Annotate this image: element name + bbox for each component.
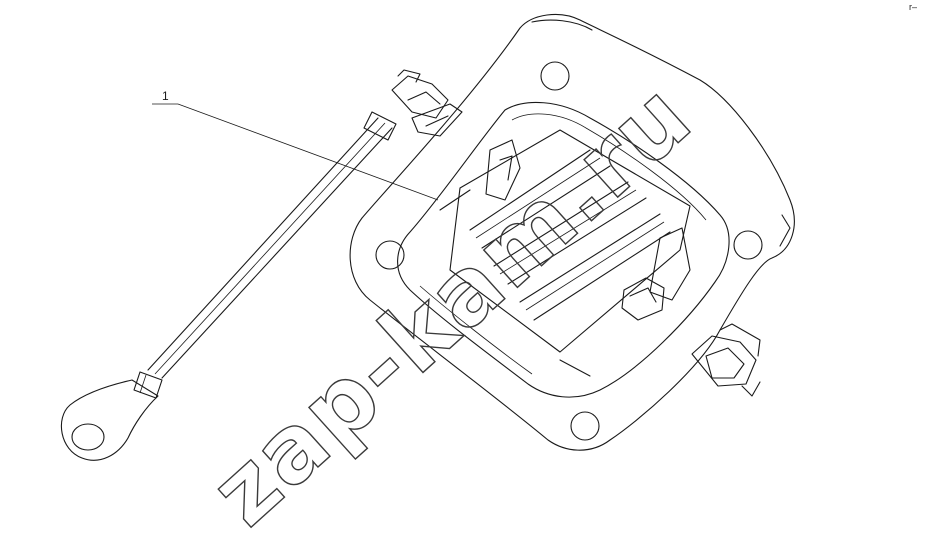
bolt-hole-top-left bbox=[540, 61, 570, 91]
side-terminal-nut bbox=[691, 323, 761, 397]
corner-mark: r– bbox=[909, 2, 917, 12]
ground-strap bbox=[61, 69, 463, 461]
contact-assembly bbox=[439, 129, 691, 377]
callout-label: 1 bbox=[162, 89, 169, 103]
housing-flange bbox=[349, 13, 795, 451]
watermark: zap-kam.ru bbox=[191, 62, 712, 543]
bolt-hole-bottom bbox=[570, 411, 600, 441]
bolt-hole-left bbox=[375, 240, 405, 270]
bolt-hole-right bbox=[733, 230, 763, 260]
callout: 1 bbox=[152, 89, 439, 201]
